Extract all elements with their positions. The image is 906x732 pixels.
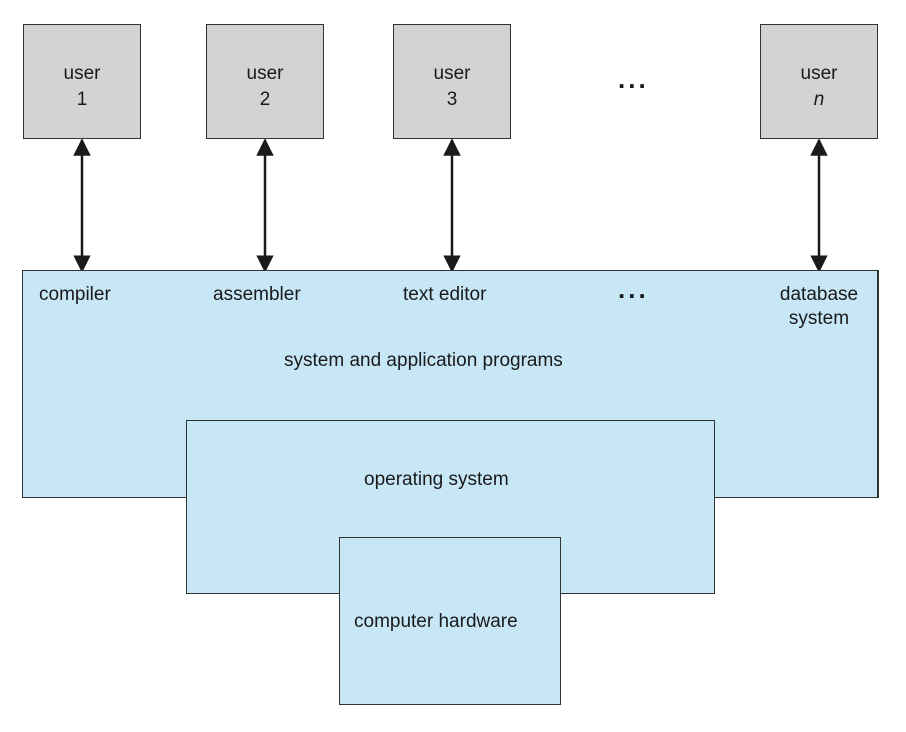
user-box-3: user 3 <box>393 24 511 139</box>
user-box-n: user n <box>760 24 878 139</box>
user-number: 1 <box>76 89 88 110</box>
user-box-2: user 2 <box>206 24 324 139</box>
text-editor-label: text editor <box>403 284 487 305</box>
user-number: 3 <box>446 89 458 110</box>
system-line: system <box>788 308 850 329</box>
users-ellipsis: ... <box>618 64 649 94</box>
database-line: database <box>779 284 859 305</box>
operating-system-label: operating system <box>364 469 509 490</box>
database-system-label: database system <box>772 283 866 331</box>
compiler-label: compiler <box>39 284 111 305</box>
user-number: n <box>813 89 825 110</box>
computer-hardware-layer <box>339 537 561 705</box>
user-box-1: user 1 <box>23 24 141 139</box>
programs-layer-title: system and application programs <box>284 350 563 371</box>
computer-hardware-label: computer hardware <box>354 611 518 632</box>
user-label: user <box>800 63 838 84</box>
user-label: user <box>246 63 284 84</box>
user-number: 2 <box>259 89 271 110</box>
user-label: user <box>63 63 101 84</box>
assembler-label: assembler <box>213 284 301 305</box>
programs-ellipsis: ... <box>618 274 649 304</box>
user-label: user <box>433 63 471 84</box>
